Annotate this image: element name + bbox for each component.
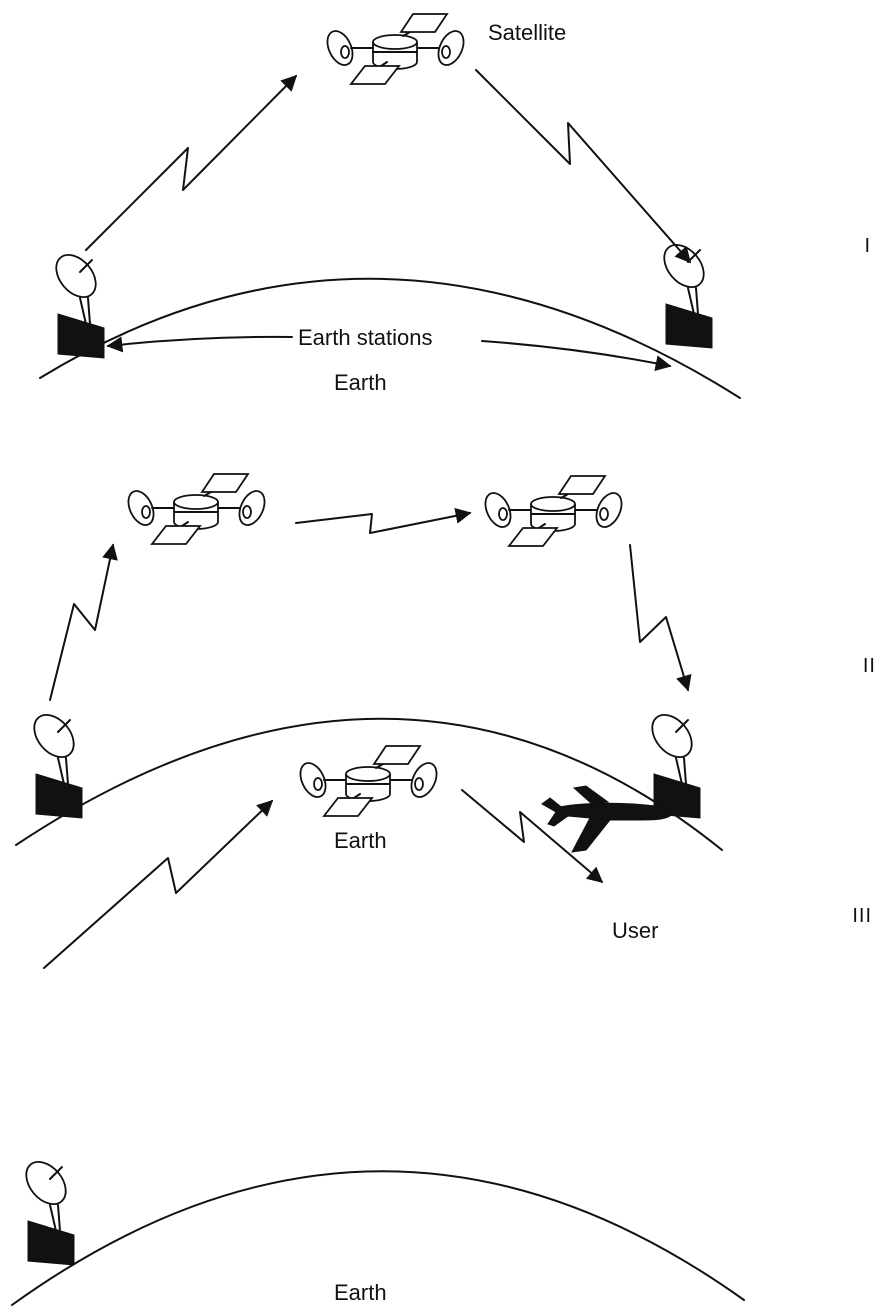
panel-numeral: III: [852, 905, 872, 927]
satellite-2: [479, 475, 628, 547]
satellite: [321, 13, 470, 85]
earth-label: Earth: [334, 1280, 387, 1305]
panel-numeral: II: [863, 655, 876, 677]
downlink-arrow: [475, 69, 692, 264]
uplink-arrow: [43, 799, 274, 969]
downlink-arrow: [461, 789, 604, 884]
earth-stations-pointer-left: [106, 335, 293, 353]
earth-stations-label: Earth stations: [298, 325, 433, 350]
earth-station-left: [25, 706, 83, 819]
crosslink-arrow: [295, 507, 472, 534]
panel-1: Satellite Earth stations Earth I: [39, 13, 871, 399]
earth-station-left: [47, 246, 105, 359]
uplink-arrow: [49, 543, 118, 701]
satellite-label: Satellite: [488, 20, 566, 45]
downlink-arrow: [629, 544, 692, 692]
earth-label: Earth: [334, 828, 387, 853]
earth-surface: [15, 717, 723, 851]
user-label: User: [612, 918, 658, 943]
earth-station: [17, 1153, 75, 1266]
earth-surface: [11, 1170, 745, 1306]
panel-2: Earth II: [15, 473, 876, 853]
earth-surface: [39, 277, 741, 399]
panel-3: User Earth III: [11, 745, 872, 1306]
satellite: [294, 745, 443, 817]
airplane-icon: [541, 785, 672, 853]
uplink-arrow: [85, 74, 298, 251]
earth-stations-pointer-right: [481, 340, 672, 372]
panel-numeral: I: [864, 235, 871, 257]
earth-label: Earth: [334, 370, 387, 395]
satellite-1: [122, 473, 271, 545]
